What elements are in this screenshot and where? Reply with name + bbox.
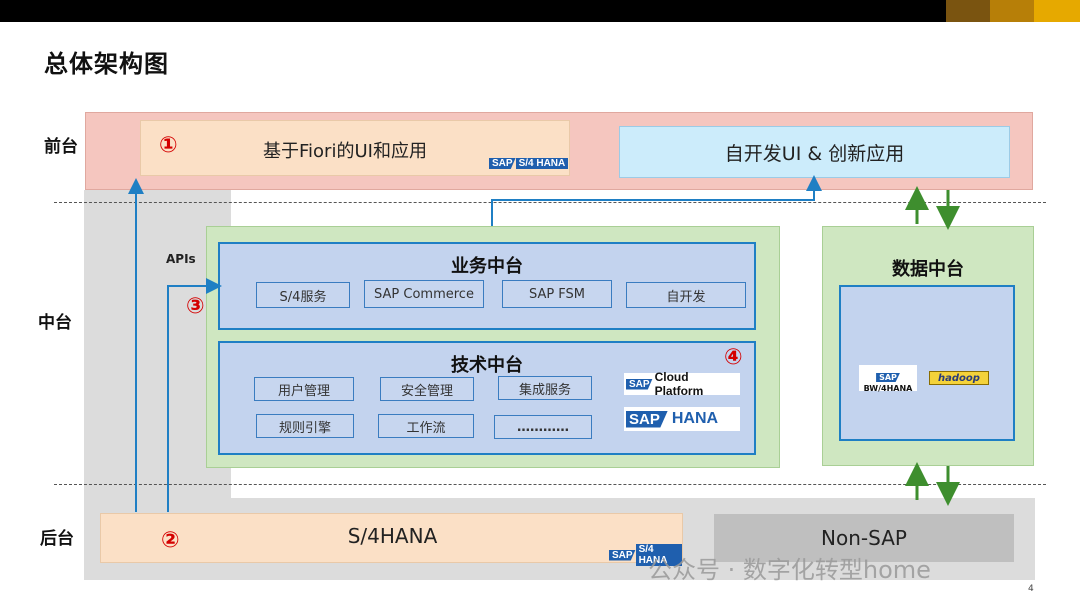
- business-item-sap-commerce: SAP Commerce: [364, 280, 484, 308]
- business-platform-title: 业务中台: [451, 256, 523, 277]
- s4hana-backend-label: S/4HANA: [347, 524, 438, 548]
- tech-item-more: …………: [494, 415, 592, 439]
- page-number: 4: [1028, 584, 1034, 594]
- tech-item-security-mgmt: 安全管理: [380, 377, 474, 401]
- watermark-text: 公众号 · 数字化转型home: [648, 556, 931, 584]
- marker-3: ③: [186, 294, 205, 319]
- custom-ui-box: 自开发UI & 创新应用: [619, 126, 1010, 178]
- arrow-backend-to-business: [167, 278, 222, 512]
- business-item-sap-fsm: SAP FSM: [502, 280, 612, 308]
- marker-2: ②: [161, 528, 180, 553]
- sap-hana-logo: SAP HANA: [624, 407, 740, 431]
- bw4hana-logo: SAP BW/4HANA: [859, 365, 917, 393]
- marker-1: ①: [159, 133, 178, 158]
- row-label-front: 前台: [44, 137, 78, 157]
- row-label-middle: 中台: [38, 313, 72, 333]
- technical-platform-title: 技术中台: [451, 355, 523, 376]
- tech-item-rules-engine: 规则引擎: [256, 414, 354, 438]
- separator-top: [54, 202, 1046, 203]
- row-label-back: 后台: [40, 529, 74, 549]
- marker-4: ④: [724, 345, 743, 370]
- page-title: 总体架构图: [44, 50, 169, 78]
- tech-item-user-mgmt: 用户管理: [254, 377, 354, 401]
- business-item-s4-services: S/4服务: [256, 282, 350, 308]
- data-platform-title: 数据中台: [892, 259, 964, 280]
- business-item-custom: 自开发: [626, 282, 746, 308]
- arrow-business-to-custom-ui: [491, 175, 822, 226]
- accent-bar-dark: [946, 0, 990, 22]
- accent-bar-mid: [990, 0, 1034, 22]
- fiori-apps-label: 基于Fiori的UI和应用: [263, 141, 427, 162]
- sap-cloud-platform-logo: SAP Cloud Platform: [624, 370, 740, 398]
- non-sap-box: Non-SAP: [714, 514, 1014, 562]
- hadoop-logo: hadoop: [929, 371, 989, 385]
- accent-bar-light: [1034, 0, 1080, 22]
- top-bar: [0, 0, 1080, 22]
- data-platform-inner-box: SAP BW/4HANA hadoop: [839, 285, 1015, 441]
- apis-label: APIs: [166, 252, 196, 266]
- tech-item-workflow: 工作流: [378, 414, 474, 438]
- tech-item-integration: 集成服务: [498, 376, 592, 400]
- technical-platform-box: 技术中台 ④ 用户管理 安全管理 集成服务 规则引擎 工作流 ………… SAP …: [218, 341, 756, 455]
- separator-bottom: [54, 484, 1046, 485]
- data-platform-panel: 数据中台 SAP BW/4HANA hadoop: [822, 226, 1034, 466]
- business-platform-box: 业务中台 S/4服务 SAP Commerce SAP FSM 自开发: [218, 242, 756, 330]
